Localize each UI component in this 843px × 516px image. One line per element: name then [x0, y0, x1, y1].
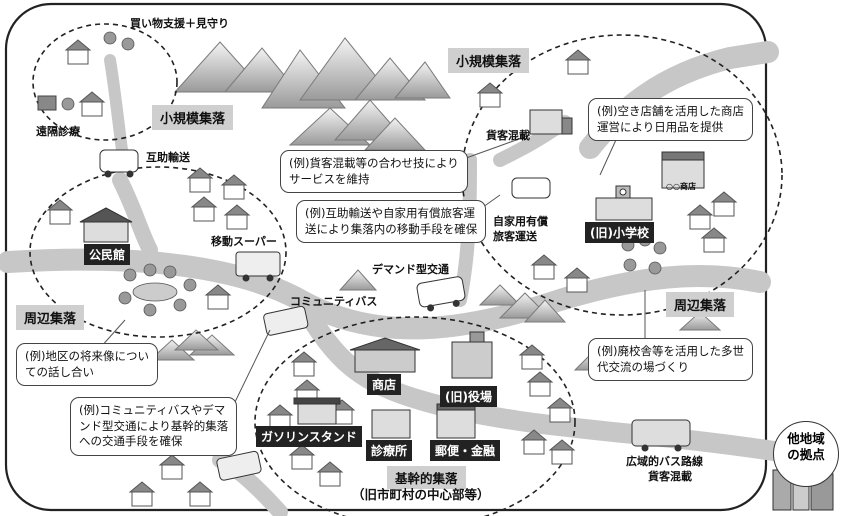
clinic-building — [371, 409, 411, 439]
houses — [46, 39, 738, 507]
peripheral-settlement-left-label: 周辺集落 — [16, 305, 85, 330]
wide-area-bus — [631, 419, 691, 452]
clinic-label: 診療所 — [366, 440, 413, 461]
freight-truck — [529, 109, 573, 135]
school-building — [595, 185, 653, 221]
remote-medical-monitor — [37, 95, 57, 111]
paid-transport-label-1: 自家用有償 — [493, 215, 548, 228]
post-office-building — [436, 403, 476, 439]
meeting-people — [118, 263, 197, 317]
wide-bus-label-2: 貨客混載 — [648, 470, 692, 483]
callout-future-talk: (例)地区の将来像につい ての話し合い — [16, 343, 158, 387]
shop-sign-label: ○○商店 — [666, 182, 696, 191]
callout-vacant-line-1: (例)空き店舗を活用した商店 — [597, 104, 744, 118]
core-settlement-label: 基幹的集落 — [387, 466, 466, 489]
mobile-supermarket-truck — [235, 251, 281, 282]
mutual-transport-label: 互助輸送 — [146, 151, 190, 164]
gas-station-building — [293, 397, 341, 425]
mobile-supermarket-label: 移動スーパー — [211, 235, 277, 248]
callout-mutual-line-2: 送により集落内の移動手段を確保 — [305, 221, 478, 236]
callout-community-bus: (例)コミュニティバスやデマ ンド型交通により基幹的集落 への交通手段を確保 — [70, 397, 238, 456]
freight-passenger-left-label: 貨客混載 — [486, 129, 530, 142]
small-settlement-right-label: 小規模集落 — [448, 48, 530, 73]
remote-medical-people — [61, 97, 75, 111]
key-buildings — [79, 151, 834, 511]
other-region-hub: 他地域 の拠点 — [773, 421, 839, 487]
callout-vacant-line-2: 運営により日用品を提供 — [597, 119, 724, 134]
callout-school-line-1: (例)廃校舎等を活用した多世 — [597, 344, 744, 358]
shop-building — [349, 337, 421, 373]
shopping-people — [103, 31, 135, 51]
demand-van — [416, 276, 466, 312]
shopping-support-label: 買い物支援＋見守り — [130, 17, 229, 30]
core-boundary — [254, 316, 576, 516]
callout-vacant-store: (例)空き店舗を活用した商店 運営により日用品を提供 — [588, 98, 753, 142]
callout-mutual-line-1: (例)互助輸送や自家用有償旅客運 — [305, 206, 475, 220]
small-left-boundary — [32, 23, 178, 141]
community-hall-building — [79, 207, 133, 243]
community-bus-label: コミュニティバス — [290, 295, 378, 308]
peripheral-settlement-right-label: 周辺集落 — [666, 292, 735, 317]
town-office-building — [451, 331, 493, 379]
community-bus-lower — [216, 450, 262, 481]
callout-bus-line-3: への交通手段を確保 — [79, 434, 183, 449]
old-school-label: (旧)小学校 — [585, 222, 654, 243]
callout-school-line-2: 代交流の場づくり — [597, 359, 689, 374]
people-groups — [61, 31, 667, 317]
callout-future-line-1: (例)地区の将来像につい — [25, 349, 149, 363]
remote-medical-label: 遠隔診療 — [36, 125, 80, 138]
callout-future-line-2: ての話し合い — [25, 364, 94, 379]
callout-bus-line-2: ンド型交通により基幹的集落 — [79, 418, 229, 433]
callout-bus-line-1: (例)コミュニティバスやデマ — [79, 403, 226, 417]
community-hall-label: 公民館 — [84, 244, 131, 265]
demand-transport-label: デマンド型交通 — [372, 263, 449, 276]
post-bank-label: 郵便・金融 — [430, 440, 501, 461]
mountains — [148, 37, 722, 371]
callout-freight: (例)貨客混載等の合わせ技により サービスを維持 — [280, 150, 468, 194]
peripheral-left-boundary — [29, 166, 287, 338]
callout-freight-line-1: (例)貨客混載等の合わせ技により — [289, 156, 459, 170]
gas-station-label: ガソリンスタンド — [256, 426, 362, 447]
mutual-transport-car — [99, 149, 139, 178]
vehicles — [99, 109, 691, 481]
shop-label: 商店 — [367, 374, 402, 395]
wide-bus-label-1: 広域的バス路線 — [626, 455, 703, 468]
hub-line-1: 他地域 — [787, 431, 825, 446]
hub-line-2: の拠点 — [787, 446, 825, 462]
old-office-label: (旧)役場 — [440, 386, 497, 407]
small-settlement-left-label: 小規模集落 — [152, 105, 234, 130]
paid-transport-car — [511, 177, 551, 199]
vacant-store-building — [661, 151, 705, 189]
core-settlement-subtitle: （旧市町村の中心部等） — [352, 487, 490, 502]
callout-freight-line-2: サービスを維持 — [289, 171, 370, 186]
community-bus-upper — [263, 305, 309, 336]
callout-mutual-transport: (例)互助輸送や自家用有償旅客運 送により集落内の移動手段を確保 — [296, 200, 487, 244]
callout-school-reuse: (例)廃校舎等を活用した多世 代交流の場づくり — [588, 338, 753, 382]
paid-transport-label-2: 旅客運送 — [493, 230, 537, 243]
